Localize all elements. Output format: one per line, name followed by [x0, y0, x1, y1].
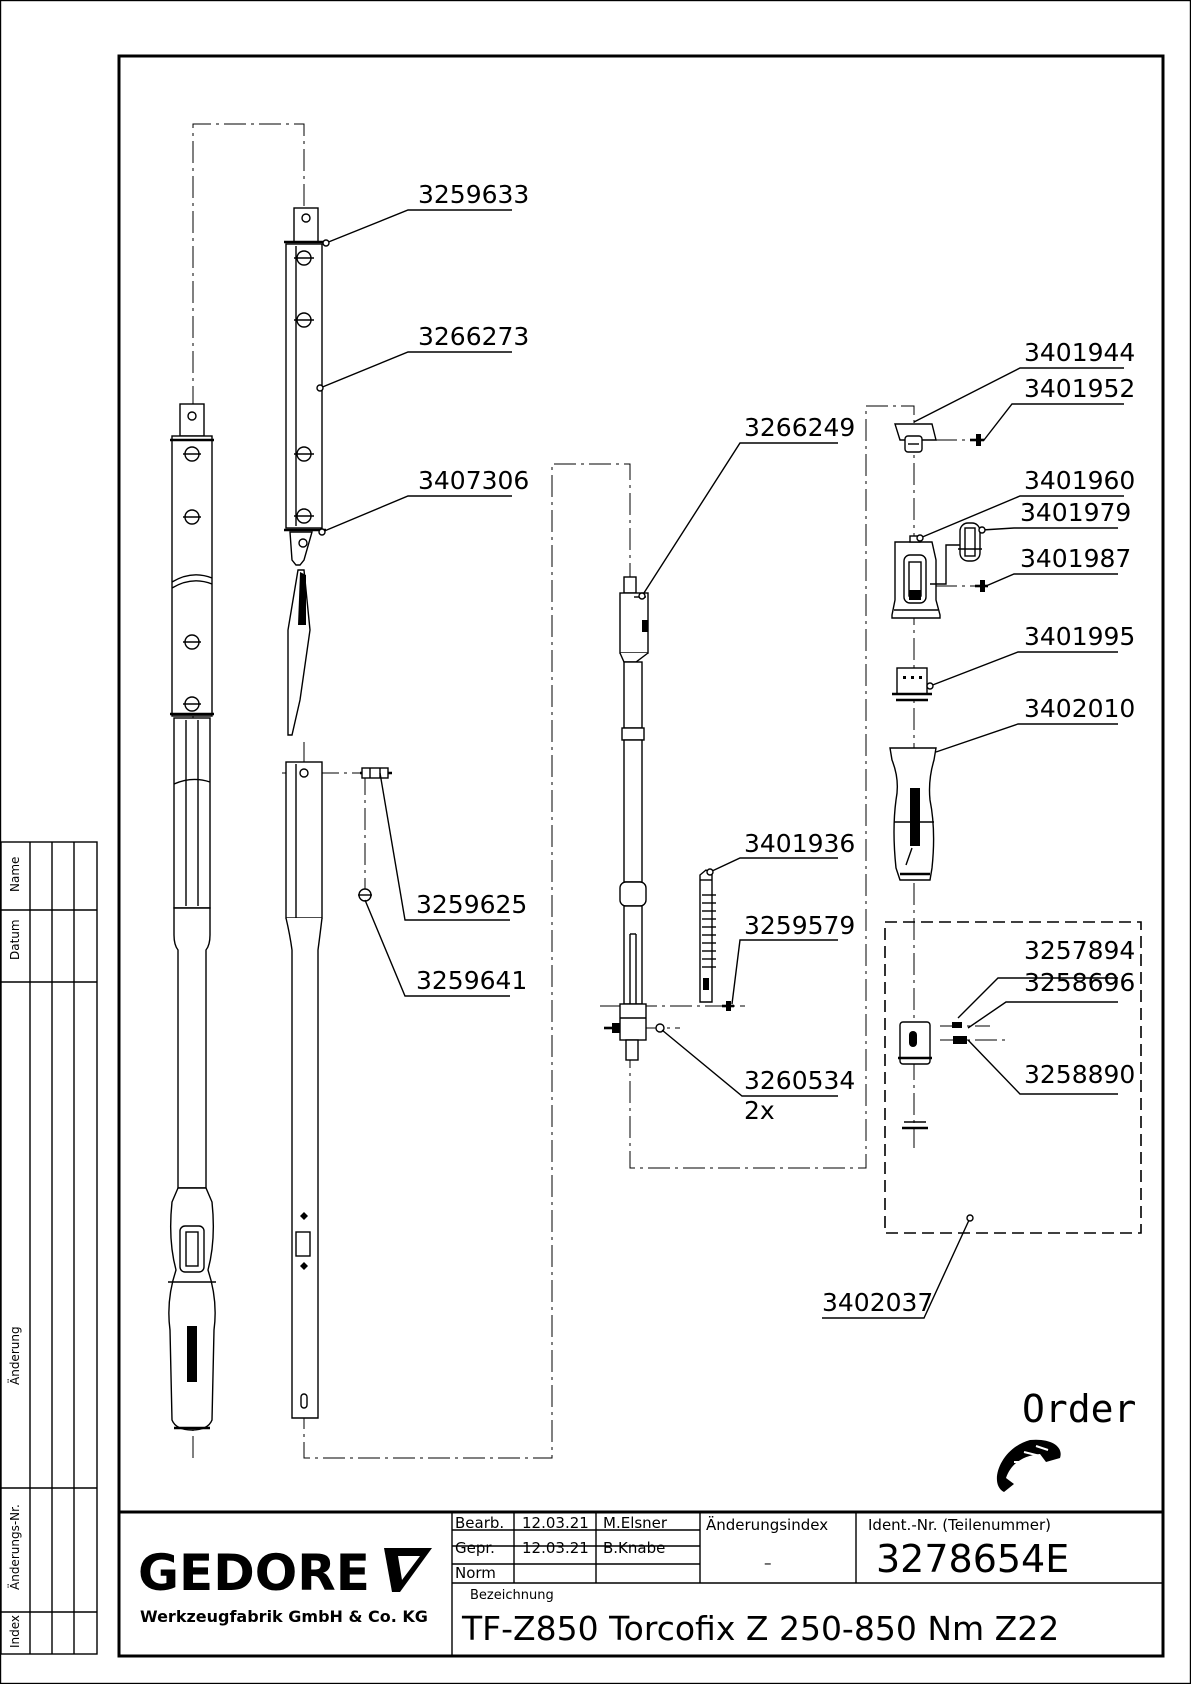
gepr-label: Gepr.	[455, 1539, 495, 1557]
order-link[interactable]: Order	[992, 1387, 1136, 1494]
strip-aenderungs-nr-label: Änderungs-Nr.	[7, 1504, 22, 1590]
part-number-3407306: 3407306	[418, 466, 529, 495]
part-number-3402037: 3402037	[822, 1288, 933, 1317]
window-3401979	[930, 522, 982, 585]
part-number-3260534: 3260534	[744, 1066, 855, 1095]
upper-tube-3266273	[284, 207, 326, 736]
scale-strip-3401936	[699, 869, 716, 1003]
part-number-3259633: 3259633	[418, 180, 529, 209]
part-number-3259579: 3259579	[744, 911, 855, 940]
part-number-3401936: 3401936	[744, 829, 855, 858]
part-number-3257894: 3257894	[1024, 936, 1135, 965]
part-number-3401960: 3401960	[1024, 466, 1135, 495]
part-number-3401995: 3401995	[1024, 622, 1135, 651]
part-number-3401987: 3401987	[1020, 544, 1131, 573]
ball-3259641	[358, 888, 372, 902]
bearb-label: Bearb.	[455, 1514, 504, 1532]
part-number-3258890: 3258890	[1024, 1060, 1135, 1089]
ident-value: 3278654E	[876, 1537, 1069, 1581]
aenderungsindex-label: Änderungsindex	[706, 1515, 828, 1534]
logo-text: GEDORE	[138, 1544, 370, 1602]
drawing-frame	[117, 54, 1165, 1658]
pin-3259625	[360, 767, 392, 779]
cap-3401944	[894, 423, 937, 453]
part-number-3401979: 3401979	[1020, 498, 1131, 527]
leader-dots	[316, 239, 986, 1222]
aenderungsindex-value: –	[764, 1554, 772, 1572]
strip-datum-label: Datum	[8, 919, 22, 960]
gepr-date: 12.03.21	[522, 1539, 589, 1557]
norm-label: Norm	[455, 1564, 496, 1582]
part-number-labels: 3259633 3266273 3407306 3259625 3259641 …	[416, 180, 1135, 1317]
part-number-3402010: 3402010	[1024, 694, 1135, 723]
revision-strip: Name Datum Änderung Änderungs-Nr. Index	[0, 841, 98, 1655]
assembled-wrench	[168, 403, 216, 1431]
gepr-name: B.Knabe	[603, 1539, 665, 1557]
subassembly-box	[884, 921, 1142, 1234]
mechanism-shaft-3266249	[604, 576, 665, 1061]
part-number-3259641: 3259641	[416, 966, 527, 995]
gedore-logo: GEDORE	[138, 1544, 432, 1602]
grip-3402010	[889, 747, 937, 881]
bezeichnung-label: Bezeichnung	[470, 1588, 554, 1603]
quantity-note: 2x	[744, 1096, 775, 1125]
strip-name-label: Name	[8, 857, 22, 892]
ratchet-head	[898, 1021, 967, 1130]
bezeichnung-value: TF-Z850 Torcofix Z 250-850 Nm Z22	[461, 1609, 1059, 1648]
part-number-3266273: 3266273	[418, 322, 529, 351]
screw-3401987	[975, 580, 988, 592]
screw-3401952	[970, 434, 984, 446]
telephone-icon	[996, 1439, 1061, 1492]
part-number-3401944: 3401944	[1024, 338, 1135, 367]
leader-lines	[319, 209, 1124, 1319]
housing-3401960	[891, 535, 941, 619]
insert-3401995	[892, 667, 932, 702]
company-name: Werkzeugfabrik GmbH & Co. KG	[140, 1607, 428, 1626]
title-block: Bearb. 12.03.21 M.Elsner Gepr. 12.03.21 …	[119, 1510, 1163, 1656]
part-number-3259625: 3259625	[416, 890, 527, 919]
part-number-3258696: 3258696	[1024, 968, 1135, 997]
part-number-3401952: 3401952	[1024, 374, 1135, 403]
ident-label: Ident.-Nr. (Teilenummer)	[868, 1516, 1051, 1534]
lower-tube	[285, 761, 323, 1419]
bearb-name: M.Elsner	[603, 1514, 668, 1532]
bearb-date: 12.03.21	[522, 1514, 589, 1532]
strip-index-label: Index	[8, 1615, 22, 1648]
screw-3259579	[722, 1001, 734, 1011]
part-number-3266249: 3266249	[744, 413, 855, 442]
strip-aenderung-label: Änderung	[7, 1326, 22, 1385]
order-label[interactable]: Order	[1022, 1387, 1136, 1431]
